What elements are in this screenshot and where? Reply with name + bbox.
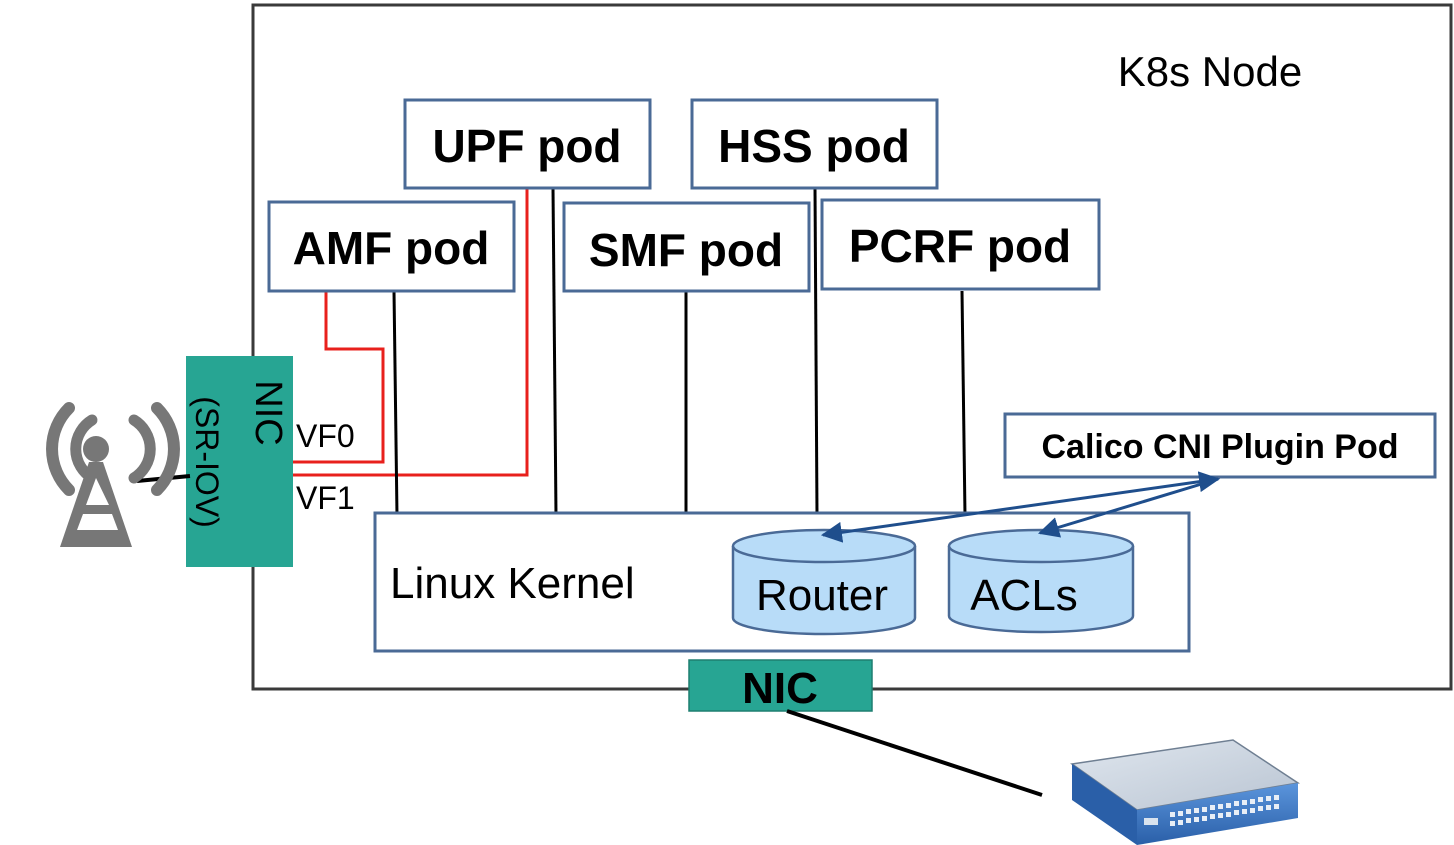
upf-pod-label: UPF pod (432, 120, 621, 172)
calico-acls-arrow (1037, 477, 1219, 538)
k8s-node-label: K8s Node (1118, 48, 1302, 95)
sriov-nic-sublabel: (SR-IOV) (189, 396, 225, 528)
pcrf-pod-box (820, 198, 1101, 291)
amf-kernel-link (392, 290, 399, 517)
linux-kernel-label: Linux Kernel (390, 559, 635, 608)
smf-pod-box (562, 201, 811, 293)
amf-vf0-link (293, 291, 385, 464)
amf-pod-box (267, 200, 516, 293)
switch-ports (1170, 795, 1279, 826)
smf-pod-label: SMF pod (589, 224, 783, 276)
router-cylinder: Router (731, 528, 917, 636)
sriov-nic-label: NIC (247, 380, 289, 445)
acls-label: ACLs (970, 571, 1078, 620)
pcrf-pod-label: PCRF pod (849, 220, 1071, 272)
bottom-nic-label: NIC (742, 664, 818, 713)
hss-pod-label: HSS pod (718, 120, 910, 172)
upf-vf1-link (293, 188, 529, 477)
upf-pod-box (403, 98, 652, 190)
bottom-nic (688, 659, 873, 712)
sriov-nic (186, 356, 293, 567)
calico-router-arrow (820, 471, 1221, 543)
nic-switch-link (786, 709, 1043, 797)
hss-kernel-link (813, 187, 819, 517)
pcrf-kernel-link (960, 290, 967, 517)
amf-pod-label: AMF pod (293, 222, 490, 274)
network-switch-icon (1070, 739, 1301, 845)
calico-pod-label: Calico CNI Plugin Pod (1041, 428, 1398, 466)
radio-tower-icon (46, 402, 180, 547)
hss-pod-box (690, 98, 939, 190)
vf1-label: VF1 (296, 480, 355, 516)
acls-cylinder: ACLs (947, 528, 1135, 634)
upf-kernel-link (551, 187, 558, 517)
vf0-label: VF0 (296, 418, 355, 454)
router-label: Router (756, 571, 888, 620)
